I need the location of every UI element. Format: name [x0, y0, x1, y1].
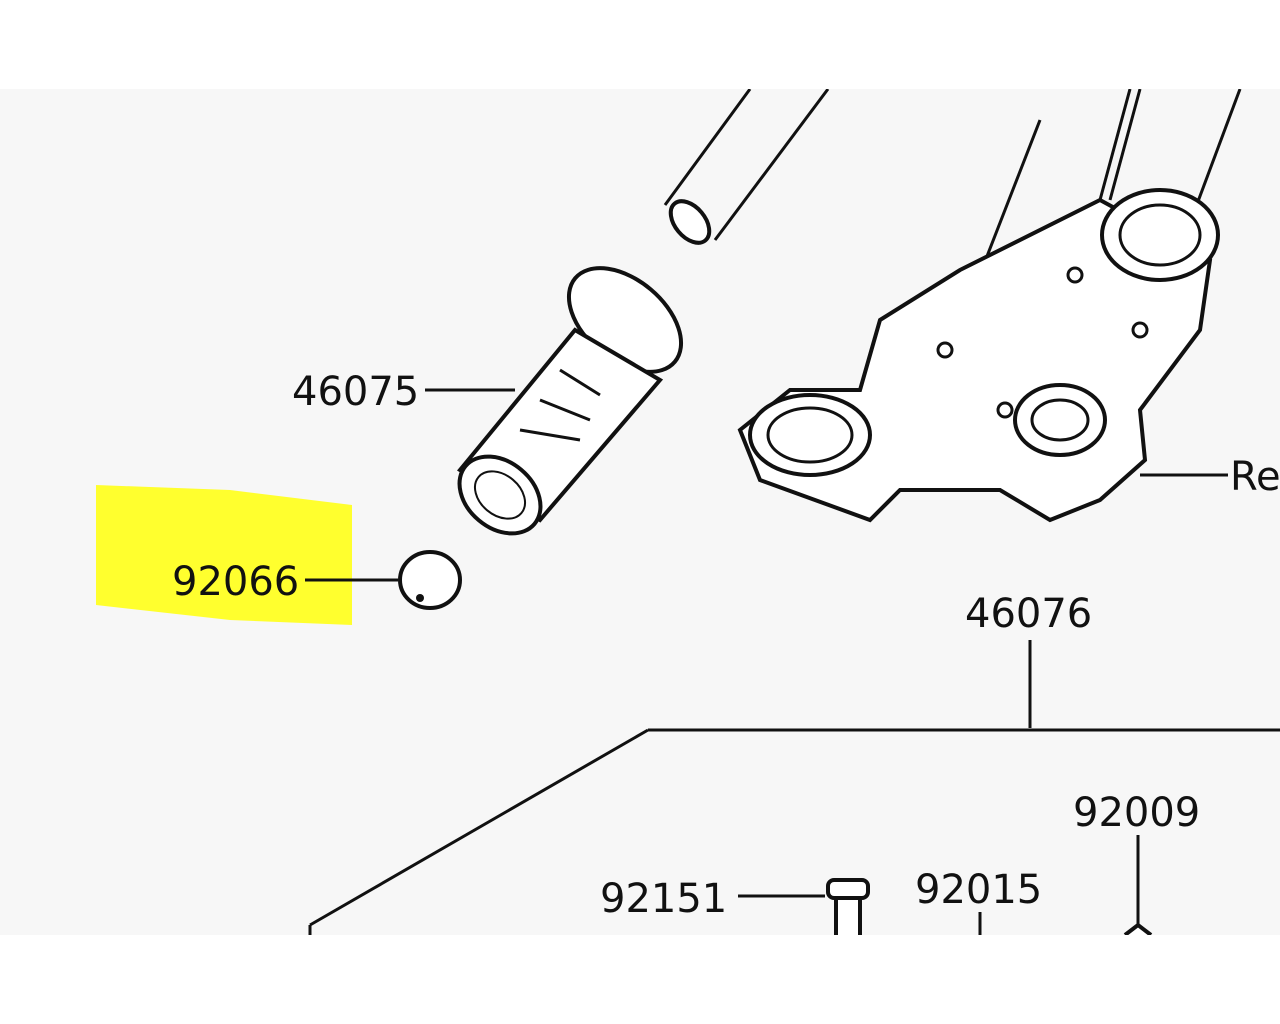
- parts-diagram: 46075 92066 Re 46076 92009 92151 92015: [0, 89, 1280, 935]
- assembly-bracket: [308, 640, 1280, 935]
- label-92009: 92009: [1073, 790, 1200, 836]
- top-clamp-part: [737, 89, 1242, 523]
- handlebar-tube: [663, 89, 830, 245]
- grip-part: [457, 266, 684, 536]
- label-92151: 92151: [600, 876, 727, 922]
- highlight-marker: [96, 485, 352, 625]
- diagram-drawing: 46075 92066 Re 46076 92009 92151 92015: [96, 89, 1280, 935]
- bolt-92151: [826, 878, 870, 935]
- label-46076: 46076: [965, 591, 1092, 637]
- bolt-92009: [1123, 922, 1153, 935]
- grip-end-cap-part: [398, 550, 462, 610]
- label-92066: 92066: [172, 559, 299, 605]
- label-ref: Re: [1230, 454, 1280, 500]
- label-46075: 46075: [292, 369, 419, 415]
- label-92015: 92015: [915, 867, 1042, 913]
